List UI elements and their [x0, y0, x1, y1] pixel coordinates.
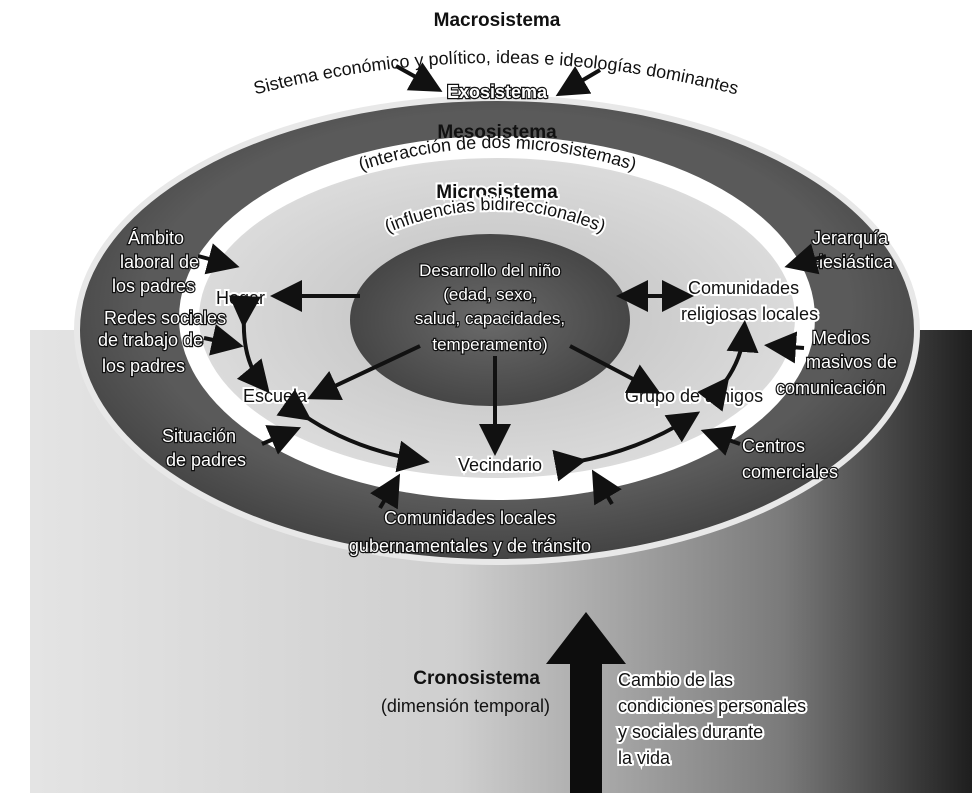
- macro-arrow-right: [555, 66, 602, 97]
- cronosistema-subtitle: (dimensión temporal): [381, 696, 550, 716]
- macrosistema-title: Macrosistema: [434, 10, 561, 31]
- arrow-core-amigos: [569, 344, 661, 394]
- child-development-line-4: temperamento): [432, 335, 547, 354]
- macrosistema-halo: [74, 95, 920, 565]
- arrow-exo-right-3: [700, 425, 741, 456]
- macro-arrow-left: [395, 62, 443, 92]
- exo-right-item-2-line-2: masivos de: [806, 352, 897, 372]
- exo-right-item-2-line-1: Medios: [812, 328, 870, 348]
- exo-left-item-3-line-2: de padres: [166, 450, 246, 470]
- arrow-hogar-escuela: [228, 295, 270, 394]
- node-escuela: Escuela: [243, 386, 308, 406]
- arrow-core-escuela: [307, 344, 421, 400]
- exosistema-title: Exosistema: [447, 82, 548, 102]
- exo-left-item-2-line-2: de trabajo de: [98, 330, 203, 350]
- exo-bottom-item-line-2: gubernamentales y de tránsito: [349, 536, 591, 556]
- exo-left-item-2-line-3: los padres: [102, 356, 185, 376]
- exo-right-item-2-line-3: comunicación: [776, 378, 886, 398]
- arrow-exo-left-3: [261, 425, 302, 455]
- exo-right-item-3-line-1: Centros: [742, 436, 805, 456]
- exo-bottom-item-line-1: Comunidades locales: [384, 508, 556, 528]
- cronosistema-arrow: [546, 612, 626, 793]
- arrow-exo-bottom-right: [591, 469, 622, 506]
- child-development-line-3: salud, capacidades,: [415, 309, 565, 328]
- arrow-exo-right-1: [784, 243, 827, 275]
- microsistema-title: Microsistema: [436, 182, 558, 203]
- node-vecindario: Vecindario: [458, 455, 542, 475]
- arrow-amigos-comunidades: [697, 320, 759, 412]
- cronosistema-desc-line-4: la vida: [618, 748, 671, 768]
- exo-left-item-1-line-2: laboral de: [120, 252, 199, 272]
- child-core: [350, 234, 630, 406]
- arrow-vecindario-amigos: [552, 411, 701, 482]
- arrow-exo-right-2: [764, 331, 805, 364]
- cronosistema-title: Cronosistema: [413, 668, 540, 689]
- node-comunidades: Comunidades: [688, 278, 799, 298]
- exo-left-item-1-line-1: Ámbito: [128, 228, 184, 248]
- exo-right-item-1-line-1: Jerarquía: [812, 228, 889, 248]
- node-grupo-de-amigos: Grupo de amigos: [625, 386, 763, 406]
- child-development-line-1: Desarrollo del niño: [419, 261, 561, 280]
- exo-right-item-3-line-2: comerciales: [742, 462, 838, 482]
- cronosistema-desc-line-1: Cambio de las: [618, 670, 733, 690]
- child-development-line-2: (edad, sexo,: [443, 285, 537, 304]
- node-religiosas-locales: religiosas locales: [681, 304, 818, 324]
- arrow-exo-left-2: [203, 324, 244, 356]
- mesosistema-title: Mesosistema: [437, 122, 557, 143]
- exo-right-item-1-line-2: eclesiástica: [800, 252, 894, 272]
- cronosistema-desc-line-2: condiciones personales: [618, 696, 806, 716]
- arrow-escuela-vecindario: [276, 389, 430, 473]
- exo-left-item-3-line-1: Situación: [162, 426, 236, 446]
- node-hogar: Hogar: [216, 288, 265, 308]
- exo-left-item-1-line-3: los padres: [112, 276, 195, 296]
- arrow-exo-left-1: [197, 243, 240, 275]
- exo-left-item-2-line-1: Redes sociales: [104, 308, 226, 328]
- cronosistema-desc-line-3: y sociales durante: [618, 722, 763, 742]
- arrow-exo-bottom-left: [370, 473, 401, 510]
